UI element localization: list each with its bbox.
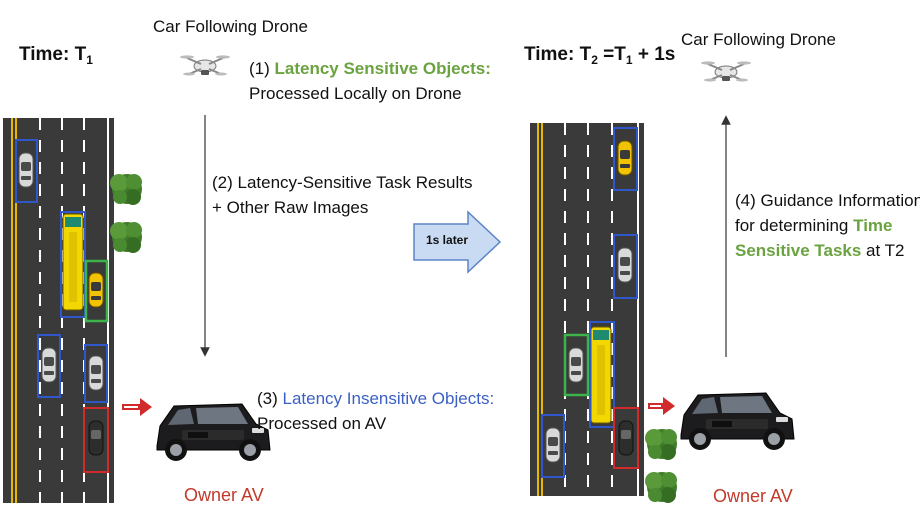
vehicle-bus bbox=[62, 213, 84, 311]
owner-av-suv-icon bbox=[156, 403, 271, 462]
owner-pointer-arrow-right bbox=[648, 397, 675, 415]
owner-av-topview bbox=[618, 420, 634, 456]
vehicle-car bbox=[617, 140, 633, 176]
step2-line2: + Other Raw Images bbox=[212, 198, 369, 217]
drone-icon bbox=[700, 60, 752, 83]
time-sensitive-highlight: Sensitive Tasks bbox=[735, 241, 862, 260]
blue-detection-box bbox=[589, 321, 615, 428]
tree bbox=[645, 472, 677, 503]
blue-detection-box bbox=[37, 334, 61, 398]
green-detection-box bbox=[563, 333, 590, 397]
right-drone-title: Car Following Drone bbox=[681, 30, 836, 49]
step1-line2: Processed Locally on Drone bbox=[249, 84, 462, 103]
latency-sensitive-highlight: Latency Sensitive Objects: bbox=[274, 59, 491, 78]
step1-line1: (1) Latency Sensitive Objects: bbox=[249, 59, 491, 78]
red-detection-box bbox=[613, 407, 639, 469]
step4-line1: (4) Guidance Information bbox=[735, 191, 920, 210]
left-vehicles bbox=[15, 139, 109, 473]
owner-av-topview bbox=[88, 420, 104, 456]
vehicle-bus bbox=[590, 326, 612, 424]
blue-detection-box bbox=[541, 414, 565, 478]
vehicle-car bbox=[88, 355, 104, 391]
blue-detection-box bbox=[613, 127, 638, 191]
step3-line1: (3) Latency Insensitive Objects: bbox=[257, 389, 495, 408]
right-owner-av-label: Owner AV bbox=[713, 486, 793, 506]
left-owner-av-label: Owner AV bbox=[184, 485, 264, 505]
step2-line1: (2) Latency-Sensitive Task Results bbox=[212, 173, 473, 192]
owner-av-suv-icon bbox=[680, 392, 795, 451]
tree bbox=[645, 429, 677, 460]
vehicle-car bbox=[617, 247, 633, 283]
left-drone-title: Car Following Drone bbox=[153, 17, 308, 36]
drone-icon bbox=[179, 54, 231, 77]
time-shift-arrow bbox=[413, 210, 502, 274]
blue-detection-box bbox=[84, 344, 108, 403]
later-label: 1s later bbox=[426, 233, 469, 247]
vehicle-car bbox=[88, 272, 104, 308]
step4-line2: for determining Time bbox=[735, 216, 893, 235]
step4-line3: Sensitive Tasks at T2 bbox=[735, 241, 905, 260]
right-time-label: Time: T2 =T1 + 1s bbox=[524, 44, 676, 67]
vehicle-car bbox=[545, 427, 561, 463]
vehicle-car bbox=[568, 347, 584, 383]
latency-insensitive-highlight: Latency Insensitive Objects: bbox=[282, 389, 495, 408]
owner-pointer-arrow-left bbox=[122, 398, 152, 416]
left-time-label: Time: T1 bbox=[19, 44, 93, 67]
green-detection-box bbox=[84, 259, 109, 323]
tree bbox=[110, 222, 142, 253]
blue-detection-box bbox=[15, 139, 38, 203]
blue-detection-box bbox=[613, 234, 638, 299]
vehicle-car bbox=[41, 347, 57, 383]
vehicle-car bbox=[18, 152, 34, 188]
tree bbox=[110, 174, 142, 205]
time-sensitive-highlight: Time bbox=[853, 216, 893, 235]
step3-line2: Processed on AV bbox=[257, 414, 387, 433]
red-detection-box bbox=[83, 407, 109, 473]
right-vehicles bbox=[541, 127, 639, 478]
